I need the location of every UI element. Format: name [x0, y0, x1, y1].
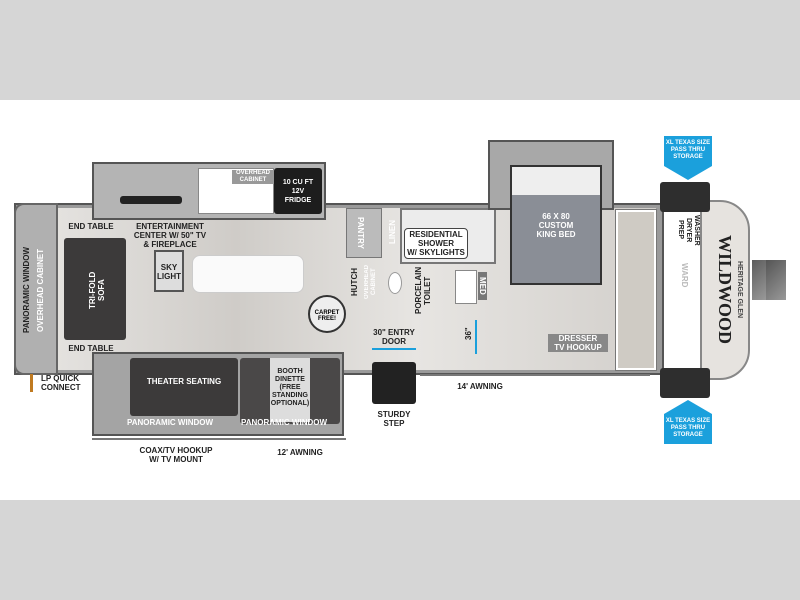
toilet-label: PORCELAIN TOILET	[414, 266, 432, 314]
carpet-free-badge: CARPET FREE!	[308, 295, 346, 333]
shower-label: RESIDENTIAL SHOWER W/ SKYLIGHTS	[404, 228, 468, 259]
hutch-cabinet-label: OVERHEAD CABINET	[364, 265, 377, 300]
front-cabinet-label: OVERHEAD CABINET	[36, 248, 45, 332]
toilet	[388, 272, 402, 294]
entertainment-center	[120, 196, 182, 204]
skylight	[154, 250, 184, 292]
fridge-label: 10 CU FT 12V FRIDGE	[282, 179, 314, 204]
wardrobe-doors	[615, 209, 657, 371]
top-band	[0, 0, 800, 100]
awning-14-line	[420, 374, 650, 376]
dinette-table	[270, 358, 310, 422]
wildwood-logo: WILDWOOD	[715, 235, 735, 345]
pantry	[346, 208, 382, 258]
pantry-label: PANTRY	[356, 217, 365, 249]
hitch	[752, 260, 786, 300]
sturdy-step	[372, 362, 416, 404]
storage-bottom[interactable]	[660, 368, 710, 398]
ward-label: WARD	[680, 262, 689, 288]
sink	[455, 270, 477, 304]
storage-bottom-label: XL TEXAS SIZE PASS THRU STORAGE	[664, 414, 712, 444]
entry-door[interactable]	[372, 348, 416, 350]
dimension-line	[475, 320, 477, 354]
bottom-band	[0, 500, 800, 600]
bed-label: 66 X 80 CUSTOM KING BED	[536, 212, 576, 239]
nose-cap	[700, 200, 750, 380]
storage-top-label: XL TEXAS SIZE PASS THRU STORAGE	[664, 136, 712, 166]
coax-label: COAX/TV HOOKUP W/ TV MOUNT	[139, 446, 213, 464]
awning-14-label: 14' AWNING	[457, 382, 503, 391]
pano-right-label: PANORAMIC WINDOW	[240, 418, 328, 427]
med-label: MED	[478, 272, 487, 300]
end-table-top-label: END TABLE	[68, 222, 114, 231]
dresser-label: DRESSER TV HOOKUP	[548, 334, 608, 352]
arrow-up-icon	[664, 400, 712, 414]
lp-label: LP QUICK CONNECT	[30, 374, 81, 392]
entertainment-label: ENTERTAINMENT CENTER W/ 50" TV & FIREPLA…	[133, 222, 207, 249]
end-table-bottom-label: END TABLE	[68, 344, 114, 353]
fridge	[274, 168, 322, 214]
awning-12-line	[92, 438, 346, 440]
sofa-label: TRI-FOLD SOFA	[88, 271, 106, 309]
hutch-label: HUTCH	[350, 268, 359, 296]
linen-label: LINEN	[388, 220, 397, 244]
booth-label: BOOTH DINETTE (FREE STANDING OPTIONAL)	[270, 368, 310, 407]
floorplan: PANORAMIC WINDOW OVERHEAD CABINET MICRO …	[0, 100, 800, 500]
arrow-down-icon	[664, 166, 712, 180]
tri-fold-sofa	[64, 238, 126, 340]
theater-label: THEATER SEATING	[146, 377, 222, 386]
pillows	[512, 167, 600, 195]
heritage-glen-logo: HERITAGE GLEN	[736, 261, 743, 319]
micro-label: MICRO	[202, 176, 230, 185]
skylight-label: SKY LIGHT	[157, 263, 181, 281]
washer-label: WASHER DRYER PREP	[677, 214, 700, 246]
kitchen-island	[192, 255, 304, 293]
pano-left-label: PANORAMIC WINDOW	[126, 418, 214, 427]
front-cap	[14, 203, 58, 375]
awning-12-label: 12' AWNING	[277, 448, 323, 457]
width-36-label: 36"	[464, 327, 473, 341]
overhead-cabinet-label: OVERHEAD CABINET	[232, 170, 274, 184]
theater-seating	[130, 358, 238, 416]
front-window-label: PANORAMIC WINDOW	[22, 246, 31, 334]
entry-door-label: 30" ENTRY DOOR	[373, 328, 415, 346]
step-label: STURDY STEP	[377, 410, 411, 428]
storage-top[interactable]	[660, 182, 710, 212]
